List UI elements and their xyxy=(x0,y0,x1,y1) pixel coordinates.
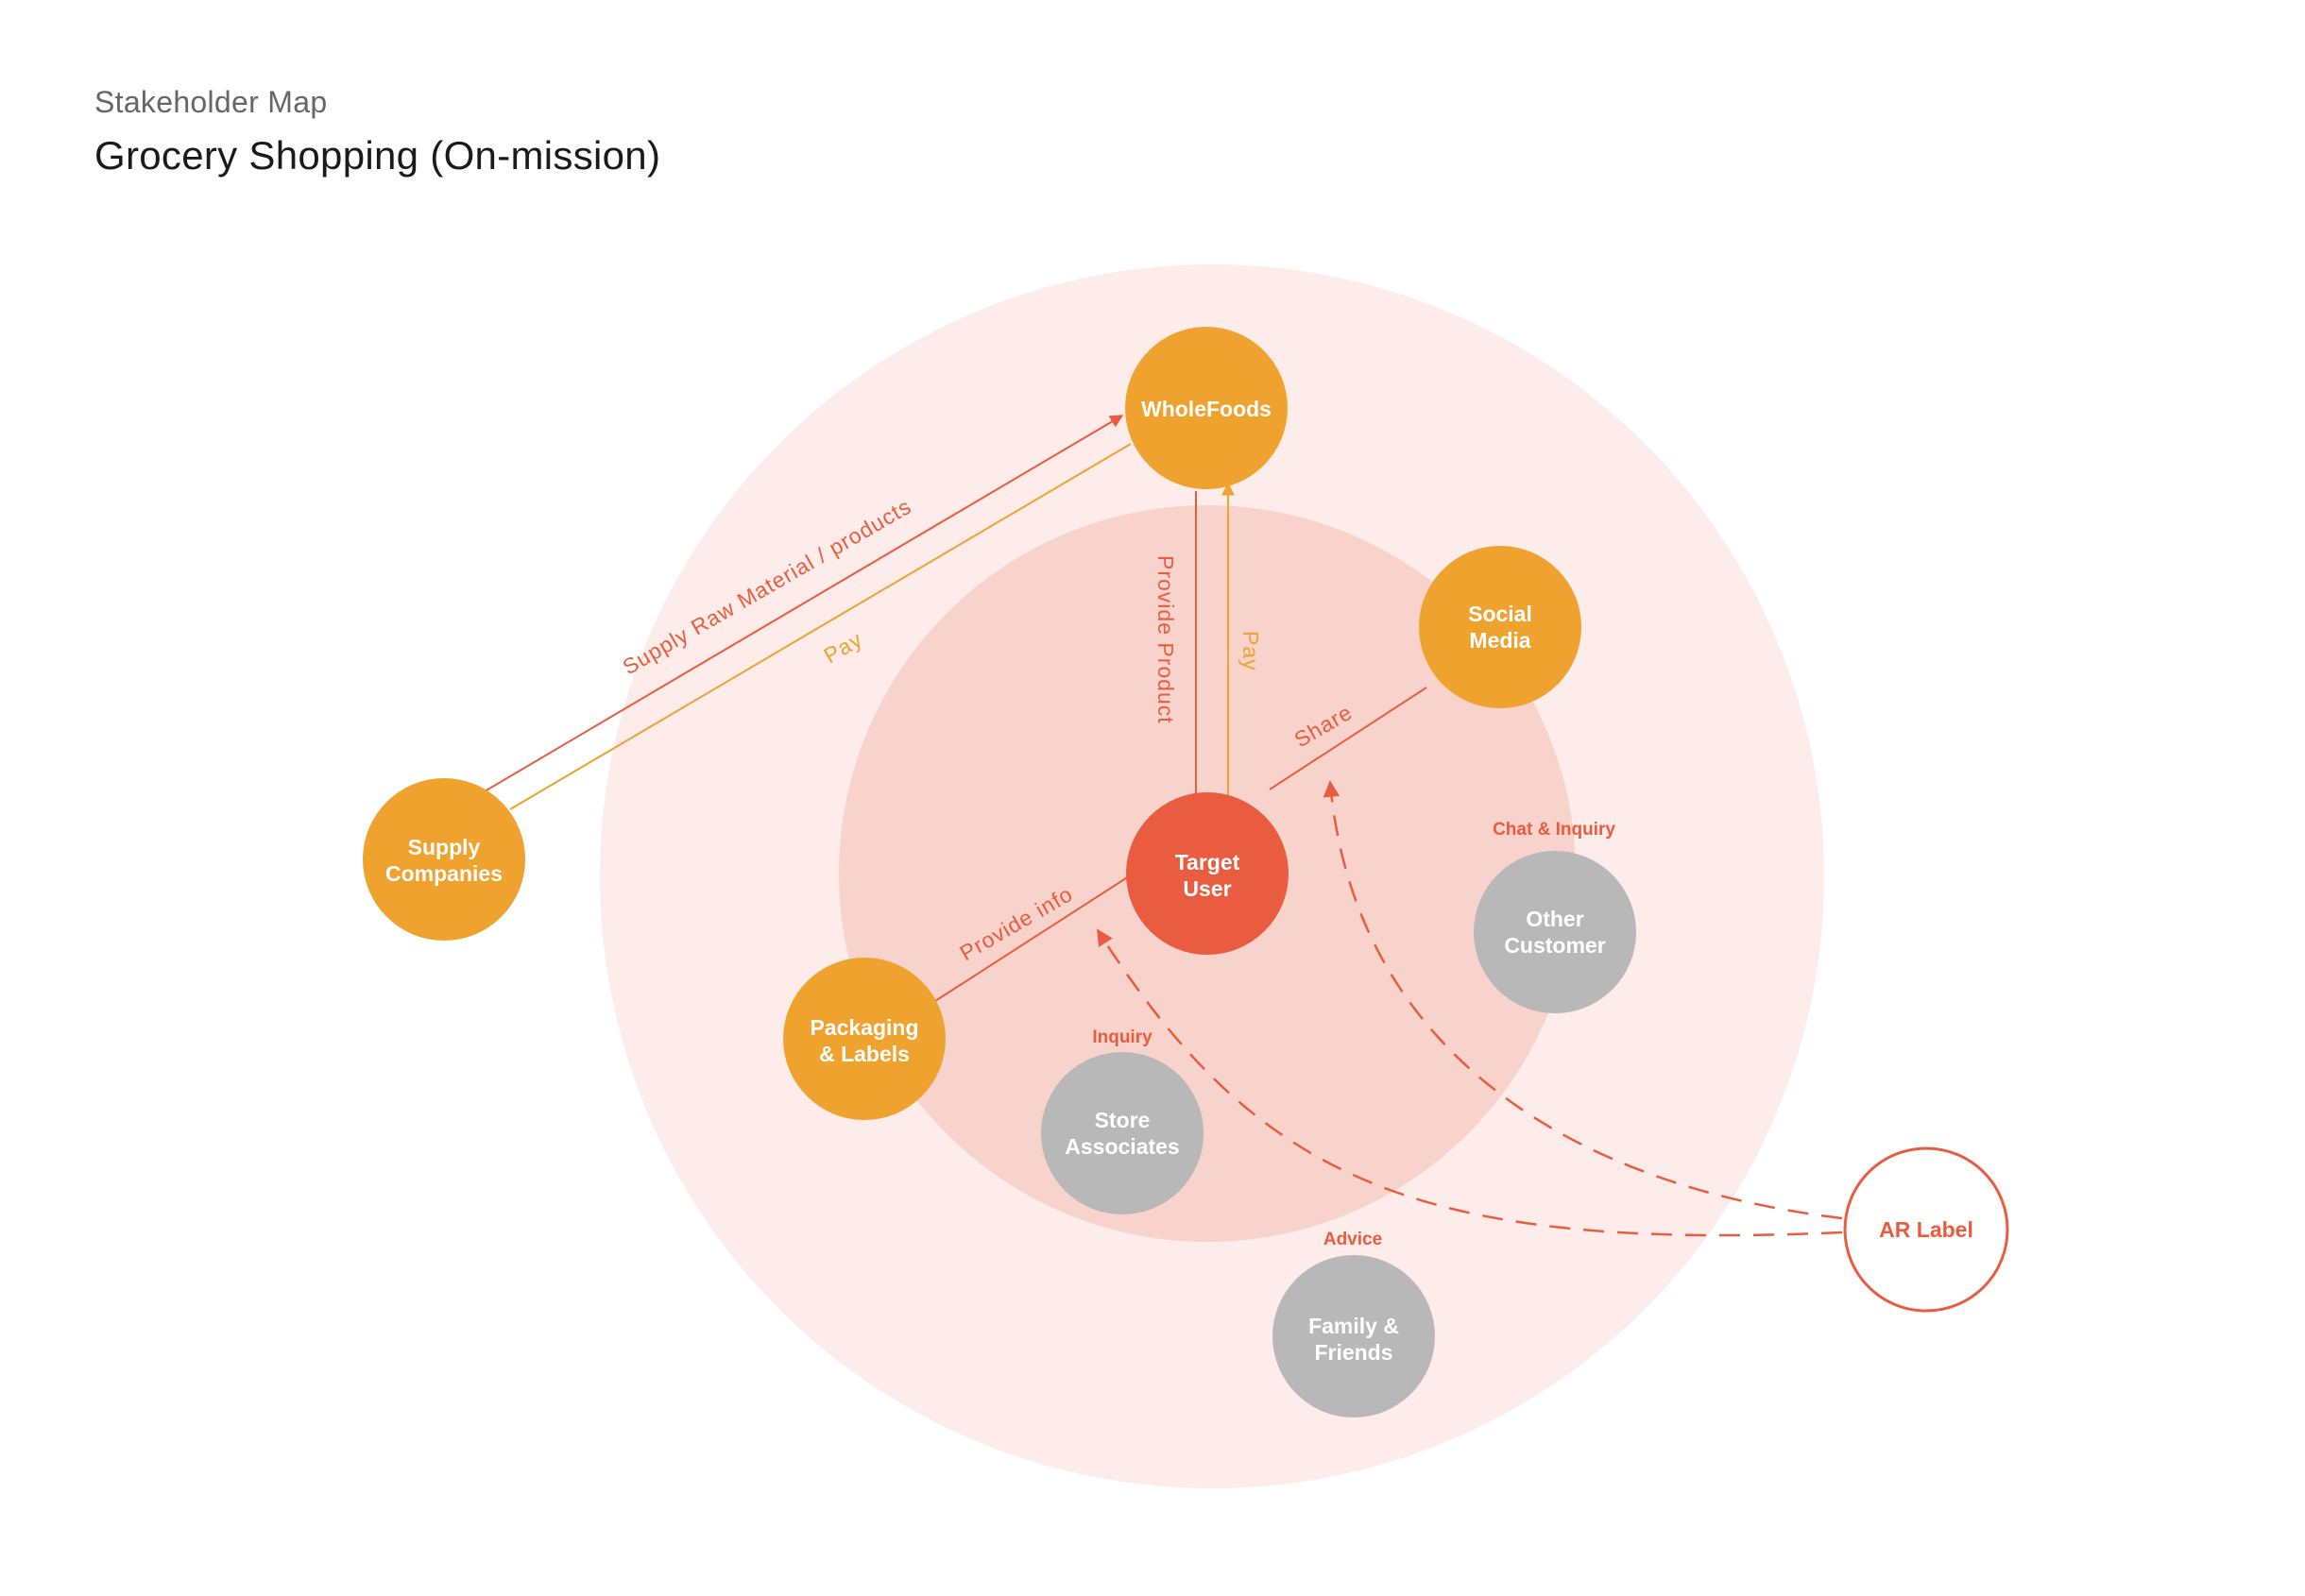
svg-text:Customer: Customer xyxy=(1504,933,1605,958)
page-title: Grocery Shopping (On-mission) xyxy=(94,133,661,178)
svg-text:Other: Other xyxy=(1526,907,1583,931)
edge-pay-supply xyxy=(509,443,1132,810)
svg-text:AR Label: AR Label xyxy=(1879,1217,1973,1242)
svg-text:Supply: Supply xyxy=(408,835,481,859)
svg-text:Social: Social xyxy=(1468,602,1532,626)
svg-text:Media: Media xyxy=(1469,628,1530,653)
svg-text:Associates: Associates xyxy=(1065,1134,1179,1159)
svg-text:Family &: Family & xyxy=(1308,1314,1399,1338)
ar-arrow-to-target xyxy=(1096,928,1843,1237)
svg-text:WholeFoods: WholeFoods xyxy=(1141,397,1272,421)
node-family-friends[interactable]: Family & Friends xyxy=(1272,1255,1435,1418)
svg-text:Packaging: Packaging xyxy=(810,1015,918,1040)
node-packaging-labels[interactable]: Packaging & Labels xyxy=(783,958,946,1120)
node-social-media[interactable]: Social Media xyxy=(1419,546,1581,708)
header: Stakeholder Map Grocery Shopping (On-mis… xyxy=(94,85,660,178)
edge-label-pay-user: Pay xyxy=(1238,631,1263,671)
edge-share xyxy=(1269,687,1427,790)
node-target-user[interactable]: Target User xyxy=(1126,792,1289,955)
page-subtitle: Stakeholder Map xyxy=(94,85,328,119)
annotation-inquiry: Inquiry xyxy=(1092,1027,1152,1047)
svg-text:User: User xyxy=(1183,876,1231,901)
node-other-customer[interactable]: Other Customer xyxy=(1474,851,1636,1013)
edge-label-provide-product: Provide Product xyxy=(1153,555,1178,724)
svg-text:Store: Store xyxy=(1095,1108,1151,1132)
node-supply-companies[interactable]: Supply Companies xyxy=(363,778,525,941)
node-store-associates[interactable]: Store Associates xyxy=(1041,1052,1204,1214)
svg-text:Companies: Companies xyxy=(385,861,503,886)
annotation-chat-inquiry: Chat & Inquiry xyxy=(1493,820,1615,840)
edge-supply-raw xyxy=(484,415,1124,792)
node-ar-label[interactable]: AR Label xyxy=(1843,1146,2009,1313)
svg-text:Friends: Friends xyxy=(1314,1340,1392,1365)
edge-provide-info xyxy=(934,875,1130,1002)
svg-text:Target: Target xyxy=(1175,850,1240,874)
node-wholefoods[interactable]: WholeFoods xyxy=(1125,327,1288,489)
svg-text:& Labels: & Labels xyxy=(819,1042,910,1066)
annotation-advice: Advice xyxy=(1323,1230,1382,1249)
